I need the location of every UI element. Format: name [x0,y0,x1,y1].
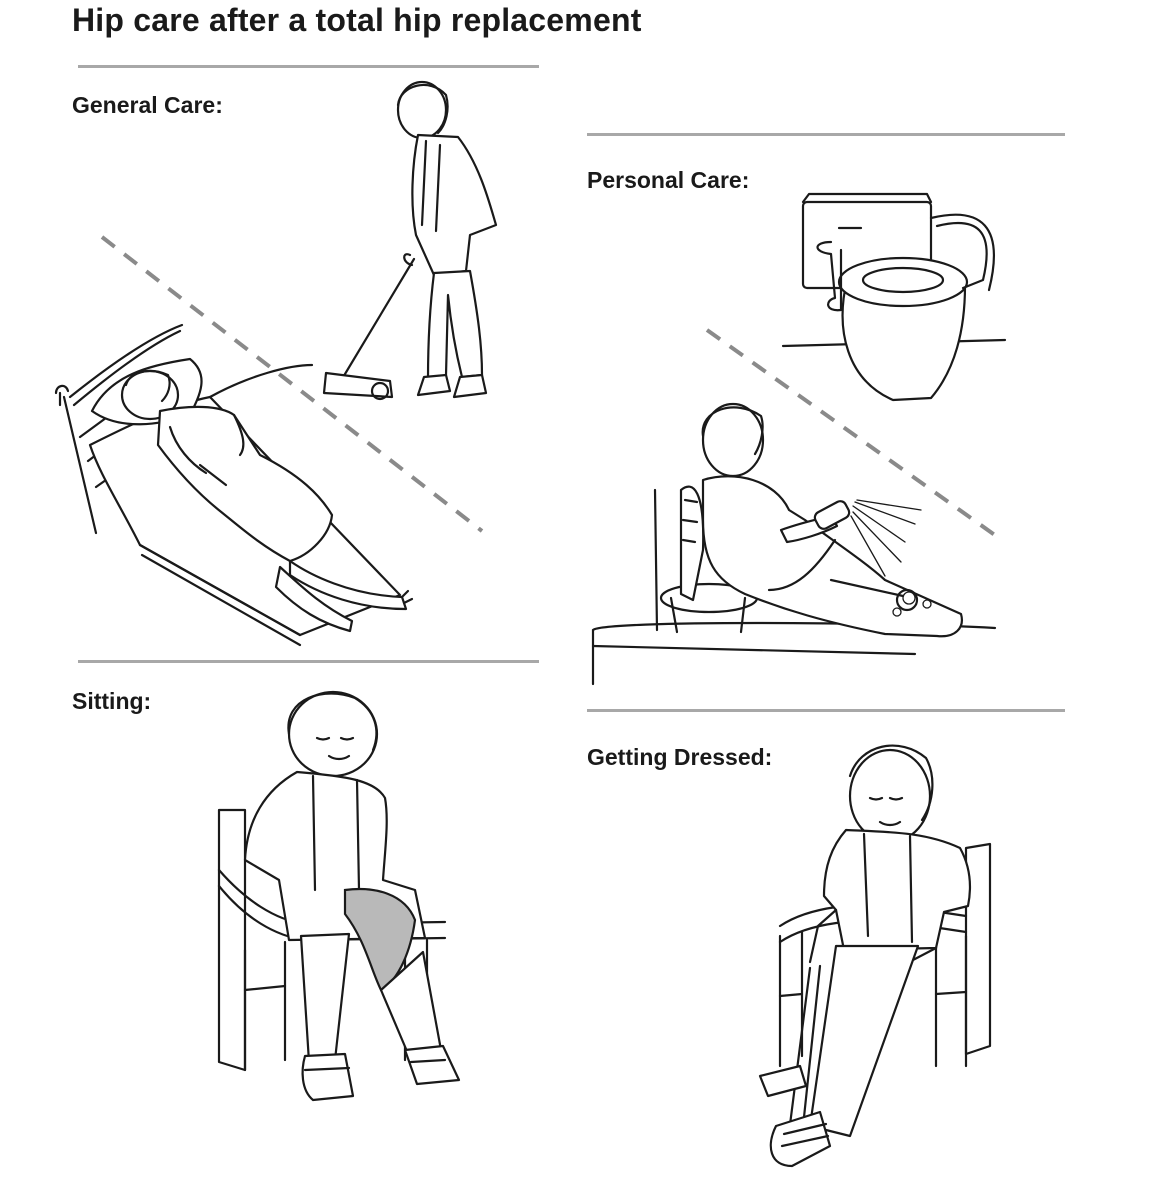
divider-getting-dressed [587,709,1065,712]
section-label-sitting: Sitting: [72,688,152,714]
woman-with-reacher-icon [322,80,498,401]
dashed-separator-icon [705,328,1001,540]
woman-lying-in-bed-icon [120,369,414,633]
personal-care-illustration [591,192,1007,686]
section-label-personal-care: Personal Care: [587,167,750,193]
shower-scene-icon [591,402,997,686]
divider-personal-care [587,133,1065,136]
woman-sitting-icon [243,690,461,1102]
page-title: Hip care after a total hip replacement [72,2,642,38]
divider-general-care [78,65,539,68]
water-spray-icon [850,499,932,617]
raised-toilet-seat-icon [781,192,1007,402]
section-label-getting-dressed: Getting Dressed: [587,744,773,770]
sitting-illustration [217,690,461,1102]
getting-dressed-illustration [758,744,992,1168]
dashed-separator-icon [100,235,484,533]
general-care-illustration [54,80,498,647]
woman-dressing-icon [758,744,971,1168]
divider-sitting [78,660,539,663]
section-label-general-care: General Care: [72,92,223,118]
hip-highlight-icon [343,887,417,992]
